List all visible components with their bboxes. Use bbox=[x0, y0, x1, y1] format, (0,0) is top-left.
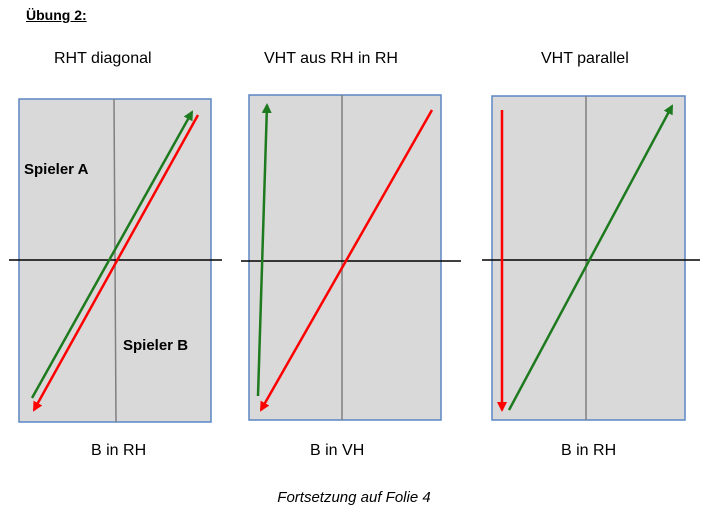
exercise-heading: Übung 2: bbox=[26, 7, 87, 23]
green-arrow bbox=[30, 110, 194, 399]
player-a-label: Spieler A bbox=[24, 161, 89, 178]
court-rectangle bbox=[491, 95, 686, 421]
player-b-label: Spieler B bbox=[123, 337, 188, 354]
panel-3-caption: B in RH bbox=[561, 442, 617, 459]
panel-3-court bbox=[482, 95, 700, 421]
panel-3-title: VHT parallel bbox=[541, 50, 629, 67]
panel-1-court: Spieler A Spieler B bbox=[9, 98, 222, 423]
green-arrow bbox=[256, 103, 272, 397]
panel-2-caption: B in VH bbox=[310, 442, 365, 459]
panel-1-caption: B in RH bbox=[91, 442, 147, 459]
red-arrow bbox=[259, 109, 434, 412]
green-arrow bbox=[507, 104, 674, 411]
red-arrow bbox=[32, 114, 200, 412]
panel-2-court bbox=[241, 94, 461, 421]
panel-2-title: VHT aus RH in RH bbox=[264, 50, 398, 67]
continuation-note: Fortsetzung auf Folie 4 bbox=[277, 489, 431, 506]
panel-1-title: RHT diagonal bbox=[54, 50, 152, 67]
